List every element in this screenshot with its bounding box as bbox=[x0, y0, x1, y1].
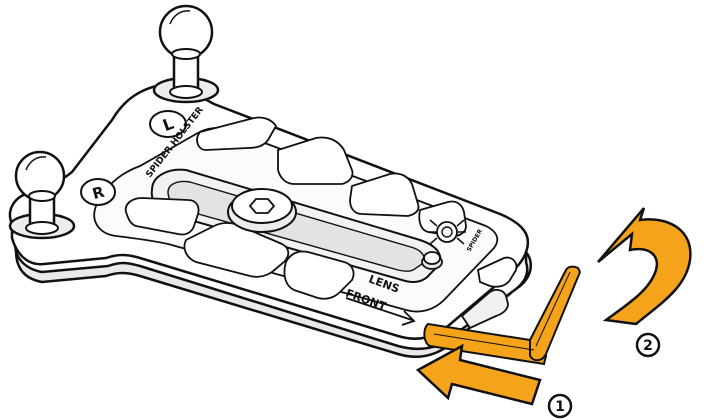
cutout-bottom-2 bbox=[183, 222, 290, 278]
locator-pin bbox=[421, 251, 443, 270]
orientation-arrow bbox=[345, 297, 416, 326]
cutout-bottom-1 bbox=[124, 197, 200, 236]
step-1-number: 1 bbox=[555, 399, 565, 415]
cutout-bottom-3 bbox=[283, 250, 355, 300]
hex-key bbox=[423, 265, 582, 366]
mounting-screw bbox=[227, 188, 297, 233]
cutout-top-3 bbox=[349, 172, 420, 217]
ball-stud-top bbox=[152, 4, 220, 104]
cutout-top-2 bbox=[277, 136, 354, 185]
step-2-number: 2 bbox=[643, 338, 653, 354]
tool-slot bbox=[460, 289, 509, 330]
insert-arrow bbox=[415, 343, 542, 406]
right-marker-text: R bbox=[90, 183, 106, 203]
step-2-badge: 2 bbox=[635, 332, 661, 358]
left-marker-badge: L bbox=[149, 110, 187, 138]
holster-plate: L R SPIDER HOLSTER SPIDER LENS FRONT bbox=[8, 82, 533, 358]
rotate-arrow bbox=[597, 207, 692, 326]
plate-end-notch bbox=[476, 256, 518, 288]
hex-socket bbox=[248, 198, 276, 214]
plate-side bbox=[14, 235, 533, 358]
step-1-badge: 1 bbox=[547, 393, 573, 419]
hex-key-long-arm bbox=[529, 265, 582, 362]
ball-stud-left bbox=[8, 150, 76, 240]
cutout-top-1 bbox=[196, 116, 278, 151]
right-marker-badge: R bbox=[80, 178, 116, 206]
